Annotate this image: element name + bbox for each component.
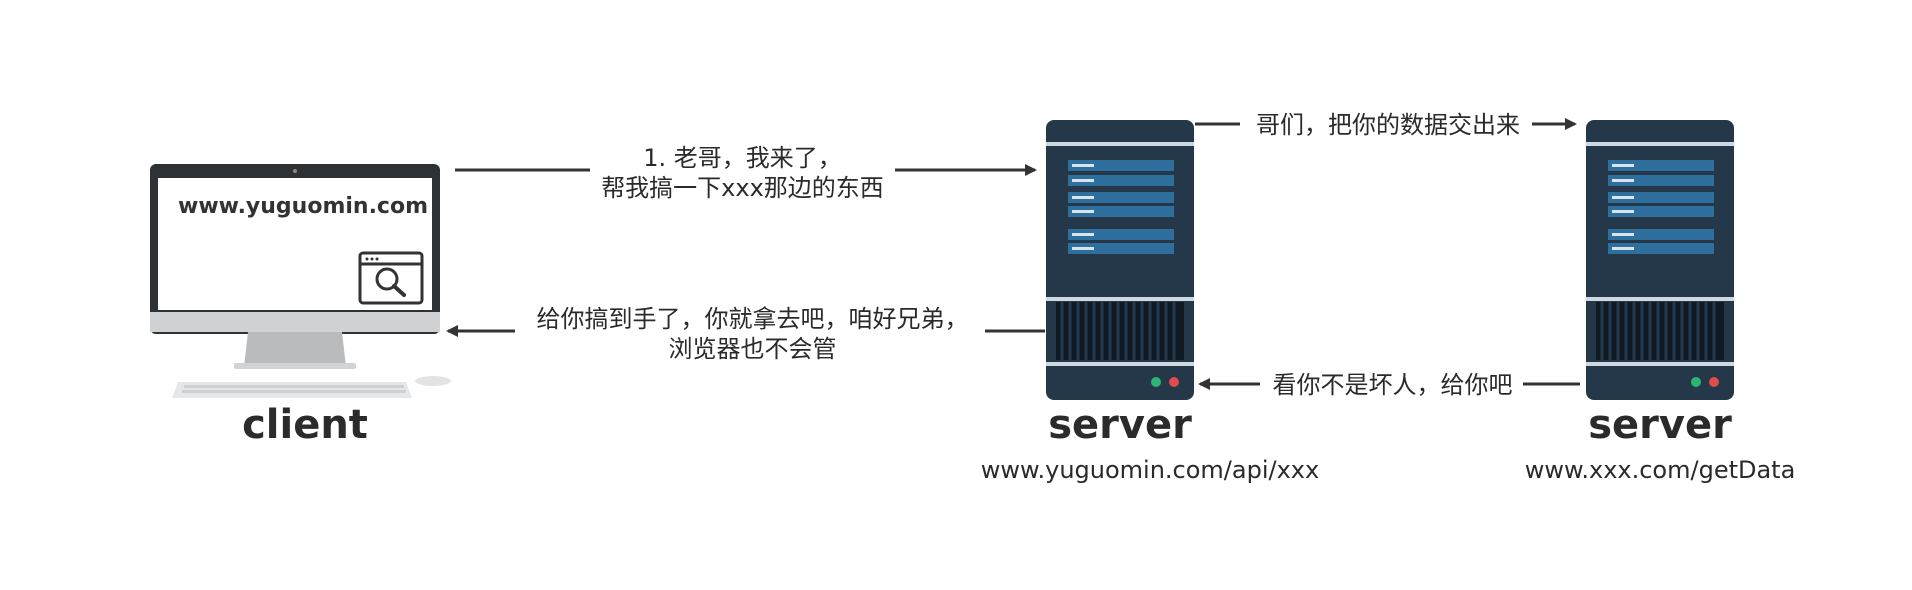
message-target-to-proxy: 看你不是坏人，给你吧	[1272, 371, 1513, 399]
target-server-label: server	[1588, 402, 1732, 448]
browser-search-icon	[358, 251, 424, 305]
target-server-url: www.xxx.com/getData	[1524, 456, 1796, 484]
message-proxy-to-client-line2: 浏览器也不会管	[668, 335, 837, 363]
proxy-server-url: www.yuguomin.com/api/xxx	[980, 456, 1320, 484]
message-client-to-proxy-line1: 1. 老哥，我来了，	[643, 144, 842, 172]
target-server-icon	[1586, 120, 1734, 400]
proxy-server-label: server	[1048, 402, 1192, 448]
message-proxy-to-target: 哥们，把你的数据交出来	[1256, 111, 1520, 139]
message-proxy-to-client-line1: 给你搞到手了，你就拿去吧，咱好兄弟，	[536, 305, 969, 333]
message-client-to-proxy-line2: 帮我搞一下xxx那边的东西	[601, 174, 884, 202]
client-label: client	[242, 402, 368, 448]
proxy-server-icon	[1046, 120, 1194, 400]
browser-address-text: www.yuguomin.com	[178, 194, 429, 219]
message-client-to-proxy: 1. 老哥，我来了， 帮我搞一下xxx那边的东西	[585, 143, 900, 203]
message-proxy-to-client: 给你搞到手了，你就拿去吧，咱好兄弟， 浏览器也不会管	[515, 304, 990, 364]
desktop-computer-icon	[150, 164, 451, 398]
